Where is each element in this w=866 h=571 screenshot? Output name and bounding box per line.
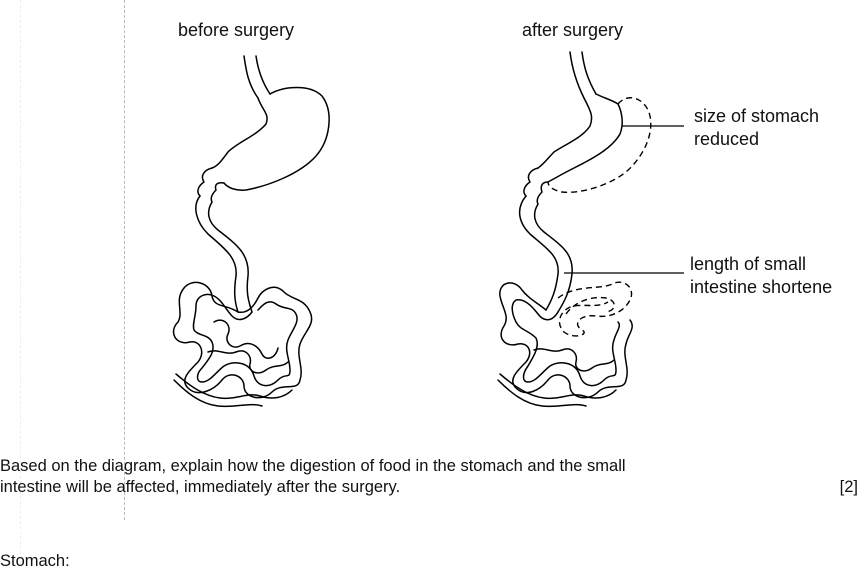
question-block: Based on the diagram, explain how the di… bbox=[0, 456, 858, 498]
scan-fold-line bbox=[124, 0, 125, 520]
after-oesophagus-left-wall bbox=[569, 51, 585, 99]
before-surgery-figure bbox=[172, 55, 330, 408]
before-oesophagus-right-wall bbox=[255, 55, 271, 95]
after-coil-loop-b bbox=[499, 373, 617, 400]
after-stomach-removed-part bbox=[547, 97, 652, 194]
intestine-annotation-line1: length of small bbox=[690, 254, 807, 274]
after-pylorus bbox=[523, 167, 539, 197]
question-line-2-wrapper: intestine will be affected, immediately … bbox=[0, 477, 858, 498]
after-intestine-removed-loop bbox=[565, 296, 615, 315]
before-intestine-tube-inner bbox=[207, 201, 253, 313]
scan-artifact-line bbox=[20, 0, 21, 564]
before-oesophagus-left-wall bbox=[243, 55, 259, 99]
after-intestine-tube-outer bbox=[518, 195, 559, 311]
after-coil-outer bbox=[499, 282, 633, 399]
after-surgery-figure bbox=[497, 51, 652, 408]
question-line-2: intestine will be affected, immediately … bbox=[0, 478, 401, 496]
before-coil-inner bbox=[192, 293, 298, 387]
after-coil-inner bbox=[511, 298, 621, 387]
after-coil-loop-a bbox=[533, 348, 615, 372]
after-stomach-inner-wall bbox=[547, 93, 623, 183]
question-line-1: Based on the diagram, explain how the di… bbox=[0, 457, 626, 475]
after-large-intestine-end bbox=[497, 379, 587, 408]
after-oesophagus-right-wall bbox=[581, 51, 597, 95]
stomach-annotation-line1: size of stomach bbox=[694, 106, 820, 126]
intestine-annotation-line2: intestine shortene bbox=[690, 277, 833, 297]
before-large-intestine-end bbox=[173, 379, 263, 408]
before-coil-loop-c bbox=[175, 373, 293, 400]
before-coil-loop-b bbox=[207, 350, 289, 374]
before-coil-outer bbox=[172, 281, 313, 399]
after-intestine-tube-inner bbox=[533, 203, 573, 313]
before-pylorus-inner bbox=[210, 182, 225, 203]
after-surgery-title: after surgery bbox=[522, 20, 624, 40]
after-pylorus-inner bbox=[536, 181, 549, 205]
before-stomach-outer-wall bbox=[211, 97, 268, 169]
before-surgery-title: before surgery bbox=[178, 20, 295, 40]
after-stomach-outer-wall bbox=[537, 97, 593, 169]
before-stomach-inner-wall bbox=[223, 86, 330, 191]
stomach-answer-label: Stomach: bbox=[0, 552, 70, 570]
marks-allocation: [2] bbox=[839, 478, 858, 496]
before-intestine-tube-outer bbox=[195, 195, 239, 313]
digestive-system-diagram bbox=[172, 51, 684, 408]
stomach-annotation-line2: reduced bbox=[694, 129, 760, 149]
before-pylorus bbox=[197, 167, 213, 197]
before-coil-loop-a bbox=[213, 319, 279, 359]
